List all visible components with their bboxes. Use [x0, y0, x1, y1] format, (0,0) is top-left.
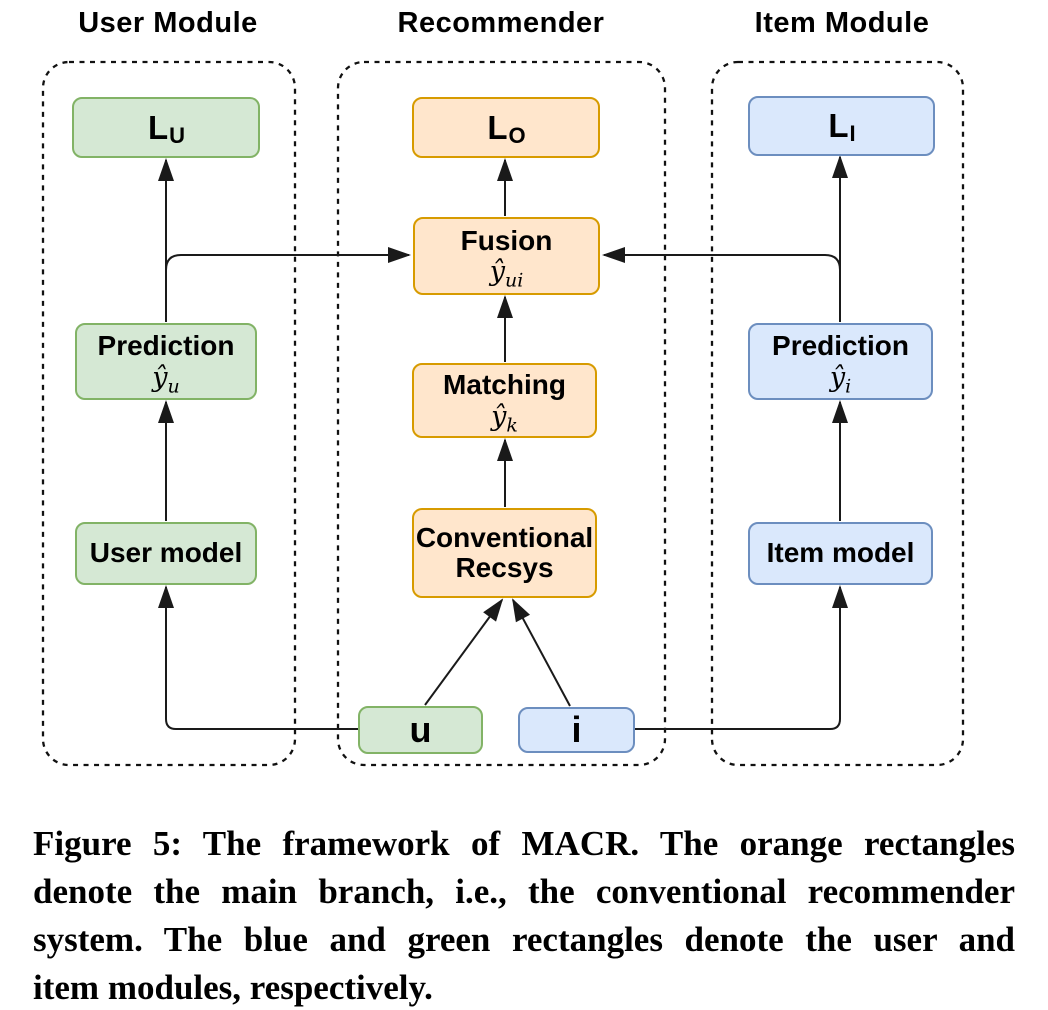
fusion-node: Fusion ŷui: [413, 217, 600, 295]
arrow-u-to-recsys: [424, 598, 504, 706]
caption-line: system. The blue and green rectangles de…: [33, 920, 1015, 959]
item-prediction-label: Prediction: [772, 330, 909, 362]
user-model-label: User model: [89, 537, 243, 569]
item-model-label: Item model: [766, 537, 915, 569]
user-model-node: User model: [75, 522, 257, 585]
loss-user-symbol: L: [147, 108, 169, 146]
matching-math: ŷk: [491, 400, 518, 436]
user-prediction-label: Prediction: [97, 330, 235, 362]
fusion-math: ŷui: [489, 256, 524, 292]
item-prediction-math: ŷi: [829, 361, 852, 397]
user-prediction-node: Prediction ŷu: [75, 323, 257, 400]
arrow-i-to-itemmodel: [635, 585, 848, 730]
arrow-u-to-usermodel: [158, 585, 358, 730]
input-u-node: u: [358, 706, 483, 754]
caption-line: item modules, respectively.: [33, 968, 433, 1007]
conventional-recsys-label: Conventional Recsys: [415, 521, 594, 583]
loss-item-symbol: L: [828, 107, 849, 145]
item-model-node: Item model: [748, 522, 933, 585]
arrow-i-to-recsys: [512, 598, 571, 707]
input-i-label: i: [571, 708, 582, 750]
user-module-title: User Module: [78, 7, 258, 39]
recommender-title: Recommender: [397, 7, 605, 39]
caption-line: Figure 5: The framework of MACR. The ora…: [33, 824, 1015, 863]
loss-overall-symbol: L: [487, 108, 508, 146]
item-module-title: Item Module: [754, 7, 930, 39]
user-prediction-math: ŷu: [152, 361, 180, 397]
caption-line: denote the main branch, i.e., the conven…: [33, 872, 1015, 911]
arrow-userbranch-to-fusion: [165, 247, 411, 271]
matching-node: Matching ŷk: [412, 363, 597, 438]
figure-caption: Figure 5: The framework of MACR. The ora…: [33, 820, 1015, 1010]
arrow-itembranch-to-fusion: [602, 247, 841, 271]
conventional-recsys-node: Conventional Recsys: [412, 508, 597, 598]
input-i-node: i: [518, 707, 635, 753]
matching-label: Matching: [443, 369, 566, 401]
item-prediction-node: Prediction ŷi: [748, 323, 933, 400]
input-u-label: u: [409, 708, 432, 750]
fusion-label: Fusion: [460, 224, 553, 256]
